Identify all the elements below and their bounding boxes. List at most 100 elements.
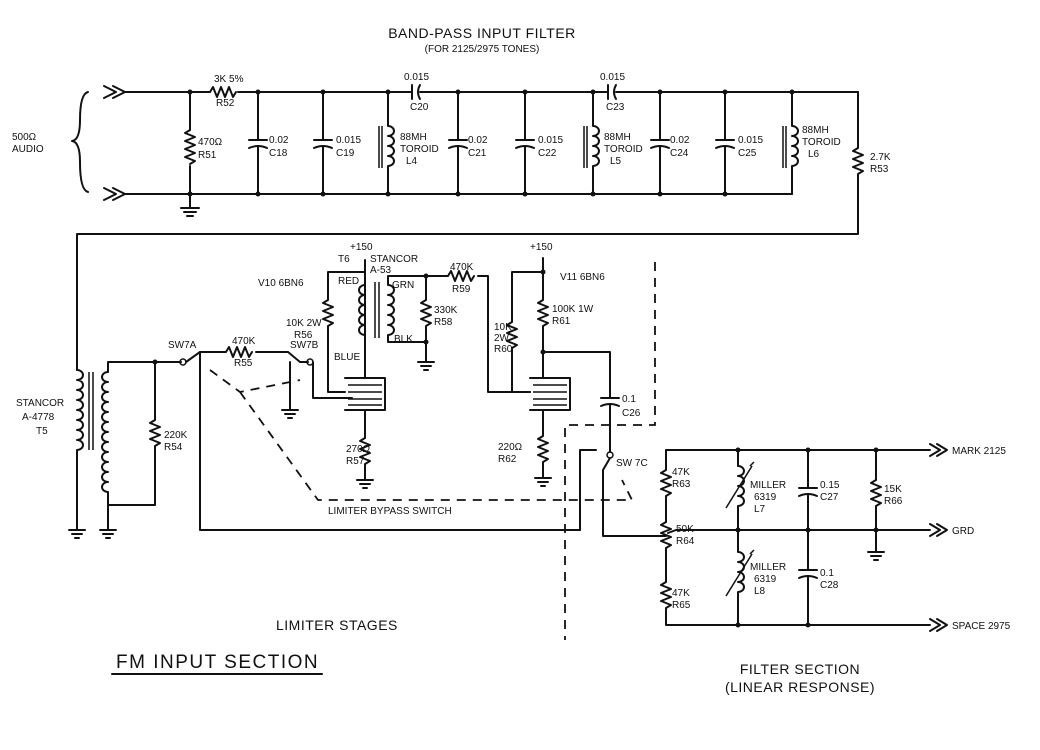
c18-value: 0.02: [269, 135, 289, 146]
r58-value: 330K: [434, 305, 458, 316]
r57-value: 270Ω: [346, 444, 371, 455]
r64-value: 50K: [676, 524, 694, 535]
c27-label: C27: [820, 492, 839, 503]
r52-value: 3K 5%: [214, 74, 244, 85]
r59-value: 470K: [450, 262, 474, 273]
l7-make: MILLER: [750, 480, 786, 491]
resistor-r62: [534, 409, 552, 487]
r53-value: 2.7K: [870, 152, 891, 163]
c23-label: C23: [606, 102, 625, 113]
lead-grn: GRN: [392, 280, 414, 291]
l8-make: MILLER: [750, 562, 786, 573]
filter-section-title: FILTER SECTION: [740, 661, 860, 677]
capacitor-c20: [411, 84, 421, 100]
ground-t5-primary: [68, 529, 86, 539]
resistor-r57: [356, 409, 374, 489]
l8-model: 6319: [754, 574, 777, 585]
capacitor-c23: [607, 84, 617, 100]
transformer-t6: [358, 275, 427, 343]
capacitor-c18: [248, 91, 268, 195]
r59-label: R59: [452, 284, 471, 295]
c24-label: C24: [670, 148, 689, 159]
resistor-r59: [425, 270, 531, 393]
c19-value: 0.015: [336, 135, 361, 146]
c27-value: 0.15: [820, 480, 840, 491]
switch-sw7b: [287, 351, 309, 363]
v11-label: V11 6BN6: [560, 272, 605, 283]
ground-t5-secondary: [99, 529, 117, 539]
t5-label: T5: [36, 426, 48, 437]
transformer-t5-core: [88, 372, 94, 450]
input-impedance: 500Ω: [12, 132, 37, 143]
v10-label: V10 6BN6: [258, 278, 304, 289]
r51-value: 470Ω: [198, 137, 223, 148]
ground-symbol: [180, 193, 200, 217]
c28-value: 0.1: [820, 568, 834, 579]
l7-label: L7: [754, 504, 766, 515]
grd-output-jack: [929, 523, 948, 537]
c19-label: C19: [336, 148, 355, 159]
sw7a-label: SW7A: [168, 340, 197, 351]
r62-value: 220Ω: [498, 442, 523, 453]
l6-type: TOROID: [802, 137, 841, 148]
switch-sw7a: [185, 351, 581, 531]
limiter-stages: [68, 257, 667, 640]
tube-v10: [344, 377, 386, 411]
c21-label: C21: [468, 148, 487, 159]
c20-label: C20: [410, 102, 429, 113]
r53-label: R53: [870, 164, 889, 175]
r54-label: R54: [164, 442, 183, 453]
r62-label: R62: [498, 454, 517, 465]
r65-value: 47K: [672, 588, 690, 599]
c22-value: 0.015: [538, 135, 563, 146]
r63-value: 47K: [672, 467, 690, 478]
t6-make: STANCOR: [370, 254, 418, 265]
grd-label: GRD: [952, 526, 974, 537]
filter-section-subtitle: (LINEAR RESPONSE): [725, 679, 875, 695]
resistor-r66: [867, 449, 885, 561]
inductor-l8: [725, 529, 755, 626]
l5-label: L5: [610, 156, 622, 167]
c20-value: 0.015: [404, 72, 429, 83]
filter-title: BAND-PASS INPUT FILTER: [388, 25, 576, 41]
capacitor-c25: [715, 91, 735, 195]
l8-label: L8: [754, 586, 766, 597]
capacitor-c22: [515, 91, 535, 195]
r63-label: R63: [672, 479, 691, 490]
input-jack-bottom: [103, 187, 126, 201]
output-filter-section: [660, 443, 948, 632]
capacitor-c28: [798, 529, 818, 626]
r56-value: 10K 2W: [286, 318, 322, 329]
lead-blk: BLK: [394, 334, 413, 345]
r56-label: R56: [294, 330, 313, 341]
input-kind: AUDIO: [12, 144, 44, 155]
r61-value: 100K 1W: [552, 304, 594, 315]
capacitor-c19: [313, 91, 333, 195]
r57-label: R57: [346, 456, 365, 467]
fm-section-title: FM INPUT SECTION: [116, 652, 319, 673]
lead-red: RED: [338, 276, 359, 287]
mark-label: MARK 2125: [952, 446, 1006, 457]
limiter-bypass-link: [209, 369, 634, 501]
resistor-r61: [537, 257, 549, 379]
inductor-l5: [583, 91, 600, 195]
resistor-r55: [199, 346, 289, 358]
section-divider: [564, 262, 656, 640]
l4-type: TOROID: [400, 144, 439, 155]
input-brace: [71, 91, 89, 193]
b-plus-v11: +150: [530, 242, 553, 253]
c26-label: C26: [622, 408, 641, 419]
b-plus-v10: +150: [350, 242, 373, 253]
switch-sw7c: [602, 457, 667, 537]
resistor-r51: [184, 129, 196, 165]
inductor-l6: [782, 91, 799, 195]
tube-v11: [529, 377, 571, 411]
l4-label: L4: [406, 156, 418, 167]
capacitor-c27: [798, 449, 818, 531]
r55-label: R55: [234, 358, 253, 369]
l6-label: L6: [808, 149, 820, 160]
l6-value: 88MH: [802, 125, 829, 136]
c21-value: 0.02: [468, 135, 488, 146]
